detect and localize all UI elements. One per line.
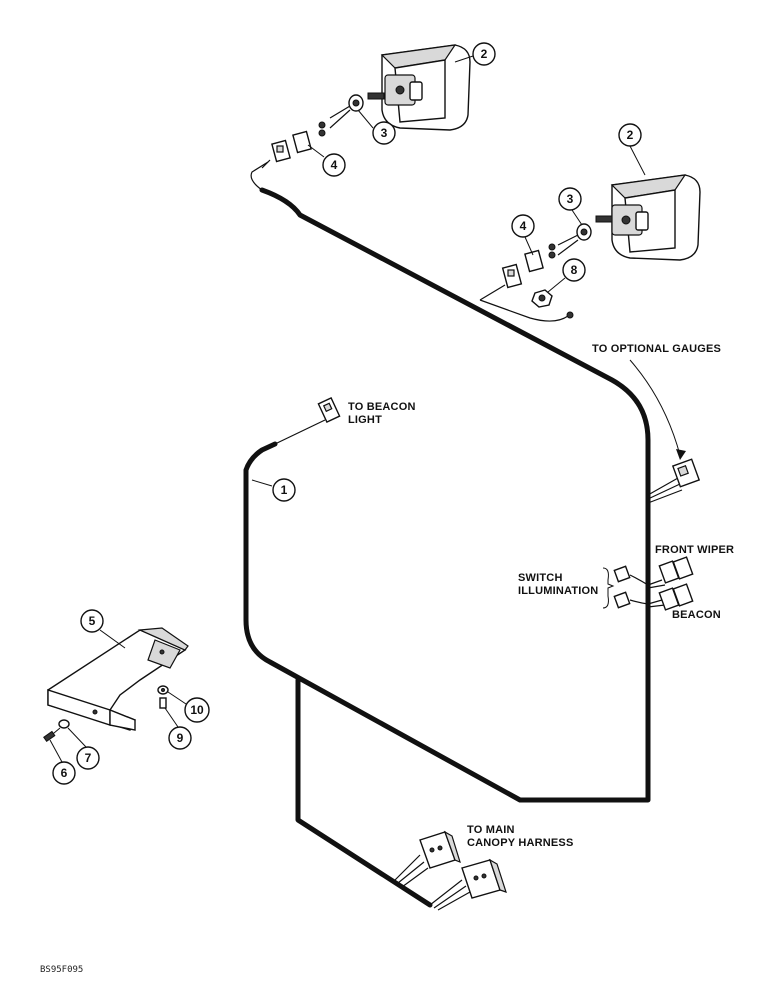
ground-nut [531,289,553,308]
leader-8 [547,277,566,293]
label-switch-illumination-2: ILLUMINATION [518,585,598,597]
front-wiper-connector [658,556,694,584]
callout-2b: 2 [627,128,634,142]
callout-7-bubble [76,746,100,770]
canopy-connector-upper [419,830,461,869]
callout-8: 8 [571,263,578,277]
lamp-right-bolt-nut [576,215,613,241]
label-to-main-canopy-1: TO MAIN [467,824,515,836]
callout-2a: 2 [481,47,488,61]
leader-7 [67,727,87,748]
lamp-right-wires [557,234,579,256]
label-to-beacon-light-2: LIGHT [348,414,382,426]
label-front-wiper: FRONT WIPER [655,544,734,556]
switch-illumination-connector-a [613,565,631,583]
callout-3b-bubble [558,187,582,211]
callout-3a: 3 [381,126,388,140]
switch-illumination-brace [602,567,615,609]
callout-10: 10 [190,703,204,717]
leader-6 [49,739,63,763]
callout-1-bubble [272,478,296,502]
lamp-top-feed [261,159,271,169]
harness-pigtail-top [250,161,269,191]
beacon-connector [317,397,341,423]
callout-3b: 3 [567,192,574,206]
callout-9-bubble [168,726,192,750]
leader-4b [524,236,534,256]
label-beacon: BEACON [672,609,721,621]
leader-5 [99,629,126,649]
leader-2b [629,145,646,176]
lamp-top-wires [329,105,351,129]
callout-2a-bubble [472,42,496,66]
callout-9: 9 [177,731,184,745]
leader-3a [357,109,374,129]
callout-6-bubble [52,761,76,785]
callout-3a-bubble [372,121,396,145]
leader-10 [167,691,187,705]
canopy-connector-lower [461,858,507,899]
callout-4a: 4 [331,158,338,172]
canopy-wires [394,854,471,911]
callout-5-bubble [80,609,104,633]
callout-4b: 4 [520,219,527,233]
beacon-lead-wire [274,419,326,445]
callout-10-bubble [184,697,210,723]
leader-4a [307,144,325,158]
lamp-right-connector [501,243,556,289]
label-to-optional-gauges: TO OPTIONAL GAUGES [592,343,721,355]
callout-2b-bubble [618,123,642,147]
callout-4a-bubble [322,153,346,177]
switch-wires [629,574,666,608]
switch-illumination-connector-b [613,591,631,609]
optional-gauges-wires [647,477,683,504]
label-switch-illumination-1: SWITCH [518,572,563,584]
label-to-main-canopy-2: CANOPY HARNESS [467,837,574,849]
lamp-right-feed [479,284,506,301]
work-lamp-right [610,174,701,261]
ground-terminal [566,311,574,319]
callout-5: 5 [89,614,96,628]
callout-4b-bubble [511,214,535,238]
callout-7: 7 [85,751,92,765]
main-harness [243,187,651,803]
work-lamp-top [380,44,471,131]
leader-9 [164,707,179,728]
bracket-hardware [43,685,169,743]
leader-3b [571,209,583,226]
lamp-top-connector [271,121,326,163]
figure-code: BS95F095 [40,965,83,975]
leader-1 [251,479,273,487]
lamp-top-bolt-nut [348,92,385,112]
leader-2a [454,55,474,63]
callout-6: 6 [61,766,68,780]
harness-branch-canopy [295,677,433,908]
optional-gauges-arrow [629,359,681,456]
label-to-beacon-light-1: TO BEACON [348,401,416,413]
optional-gauges-arrowhead [676,449,686,460]
ground-wire [479,299,569,322]
optional-gauges-connector [671,458,701,488]
mounting-bracket [47,627,189,731]
beacon-switch-connector [658,583,694,611]
callout-8-bubble [562,258,586,282]
callout-1: 1 [281,483,288,497]
